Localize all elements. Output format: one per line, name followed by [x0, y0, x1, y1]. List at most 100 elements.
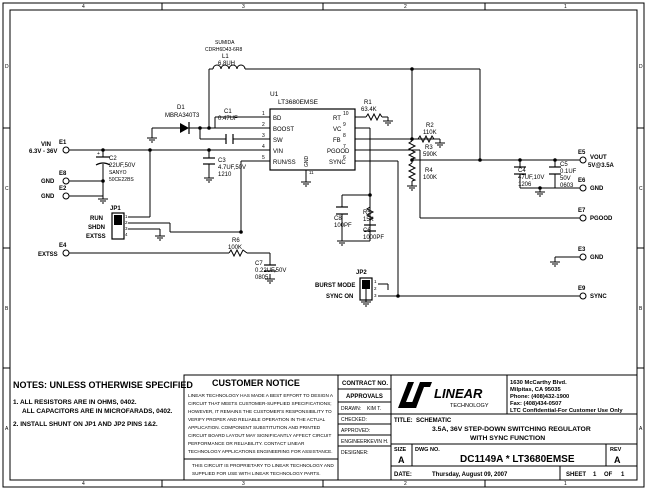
r5-ref: R5 — [363, 210, 371, 216]
notice-line: LINEAR TECHNOLOGY HAS MADE A BEST EFFORT… — [188, 393, 334, 398]
jp1-label: RUN — [90, 216, 103, 222]
jumper-jp1: JP1 RUN SHDN EXTSS 1 2 3 4 — [86, 206, 128, 240]
e9-label: SYNC — [590, 294, 607, 300]
e5-label: VOUT — [590, 155, 607, 161]
pin-name: PGOOD — [327, 149, 350, 155]
resistor-r4: R4 100K — [407, 162, 437, 182]
customer-notice: CUSTOMER NOTICE LINEAR TECHNOLOGY HAS MA… — [188, 378, 334, 476]
ground-icon — [301, 181, 311, 187]
engineer-label: ENGINEER: — [341, 439, 369, 445]
resistor-r5: R5 15K — [363, 206, 375, 223]
pin-number: 3 — [262, 133, 265, 139]
jp2-ref: JP2 — [356, 270, 367, 276]
approved-label: APPROVED: — [341, 428, 370, 434]
grid-row-label: D — [639, 64, 643, 70]
grid-col-label: 4 — [82, 4, 85, 10]
notice-line: PERFORMANCE OR RELIABILITY. CONTACT LINE… — [188, 441, 305, 446]
note-line: 1. ALL RESISTORS ARE IN OHMS, 0402. — [13, 399, 137, 406]
l1-value: 6.8UH — [218, 61, 235, 67]
title-line-1: 3.5A, 36V STEP-DOWN SWITCHING REGULATOR — [432, 426, 591, 433]
logo-sub: TECHNOLOGY — [450, 403, 489, 409]
address-line: Milpitas, CA 95035 — [510, 387, 561, 393]
notice-line: CIRCUIT THAT MEETS CUSTOMER-SUPPLIED SPE… — [188, 401, 332, 406]
c5-value: 0.1UF — [560, 169, 577, 175]
c8-ref: C8 — [334, 216, 342, 222]
pin-name: BD — [273, 116, 282, 122]
capacitor-c8: C8 100PF — [334, 206, 352, 229]
terminal-e9: E9 SYNC — [578, 286, 607, 300]
rev-label: REV — [610, 447, 622, 453]
diode-d1: D1 MBRA340T3 — [165, 105, 200, 134]
dwg-value: DC1149A * LT3680EMSE — [460, 454, 575, 465]
c2-ref: C2 — [109, 156, 117, 162]
note-line: ALL CAPACITORS ARE IN MICROFARADS, 0402. — [22, 408, 173, 415]
c7-value: 0.22UF,50V — [255, 268, 286, 274]
date-row: DATE: Thursday, August 09, 2007 SHEET 1 … — [394, 472, 625, 478]
svg-text:+: + — [97, 151, 100, 157]
sheet-number: 1 — [593, 472, 597, 478]
notes-heading: NOTES: UNLESS OTHERWISE SPECIFIED — [13, 380, 193, 390]
e7-ref: E7 — [578, 208, 586, 214]
e5-ref: E5 — [578, 150, 586, 156]
r4-value: 100K — [423, 175, 437, 181]
ground-icon — [361, 301, 371, 307]
grid-row-label: B — [639, 306, 643, 312]
terminal-e1: E1 VIN 6.3V - 36V — [29, 140, 70, 155]
resistor-r2: R2 110K — [417, 123, 437, 144]
notice-footer: SUPPLIED FOR USE WITH LINEAR TECHNOLOGY … — [192, 471, 321, 476]
jp1-pin: 1 — [125, 214, 128, 219]
grid-col-label: 4 — [82, 481, 85, 487]
designer-label: DESIGNER: — [341, 450, 369, 456]
terminal-e5: E5 VOUT 5V@3.5A — [578, 150, 615, 169]
pin-name: RT — [333, 116, 341, 122]
drawn-label: DRAWN: — [341, 406, 361, 412]
address-line: Fax: (408)434-0507 — [510, 401, 562, 407]
pin-name: SW — [273, 138, 283, 144]
ground-icon — [383, 120, 393, 126]
confidential-notice: LTC Confidential-For Customer Use Only — [510, 408, 623, 414]
capacitor-c2: + C2 22UF,50V SANYO 50CE22BS — [95, 151, 135, 183]
r6-value: 100K — [228, 245, 242, 251]
drawn-value: KIM T. — [367, 406, 381, 412]
pin-number: 10 — [343, 111, 349, 117]
title-kind: SCHEMATIC — [416, 418, 452, 424]
sheet-total: 1 — [621, 472, 625, 478]
terminal-e2: E2 GND — [41, 186, 70, 200]
r1-ref: R1 — [364, 100, 372, 106]
e7-label: PGOOD — [590, 216, 613, 222]
jp2-label: BURST MODE — [315, 283, 355, 289]
jp1-pin: 3 — [125, 226, 128, 231]
wires — [69, 68, 580, 302]
rev-value: A — [614, 455, 621, 465]
address-line: Phone: (408)432-1900 — [510, 394, 569, 400]
terminals: E1 VIN 6.3V - 36V E8 GND E2 GND E4 EXTSS… — [29, 140, 615, 300]
terminal-e7: E7 PGOOD — [578, 208, 613, 222]
e2-ref: E2 — [59, 186, 67, 192]
company-address: 1630 McCarthy Blvd. Milpitas, CA 95035 P… — [510, 380, 623, 414]
grid-row-label: D — [5, 64, 9, 70]
jp2-pin: 2 — [374, 286, 377, 291]
terminal-e4: E4 EXTSS — [38, 243, 70, 258]
grid-col-label: 1 — [564, 4, 567, 10]
r5-value: 15K — [363, 217, 374, 223]
pin-name: VIN — [273, 149, 283, 155]
c3-package: 1210 — [218, 172, 232, 178]
jp1-pin: 4 — [125, 232, 128, 237]
c6-value: 1000PF — [363, 235, 384, 241]
ground-icon — [407, 185, 417, 191]
c8-value: 100PF — [334, 223, 352, 229]
notice-footer: THIS CIRCUIT IS PROPRIETARY TO LINEAR TE… — [192, 463, 334, 468]
jumper-jp2: JP2 BURST MODE SYNC ON 1 2 3 — [315, 270, 377, 301]
note-line: 2. INSTALL SHUNT ON JP1 AND JP2 PINS 1&2… — [13, 421, 158, 428]
e9-ref: E9 — [578, 286, 586, 292]
terminal-e6: E6 GND — [578, 178, 604, 192]
c5-ref: C5 — [560, 162, 568, 168]
e2-label: GND — [41, 194, 55, 200]
c6-ref: C6 — [363, 228, 371, 234]
ground-icon — [155, 235, 165, 241]
capacitor-c4: C4 47UF,10V 1206 — [514, 166, 544, 188]
checked-label: CHECKED: — [341, 417, 367, 423]
grid-row-label: C — [5, 186, 9, 192]
pin-number: 7 — [343, 144, 346, 150]
